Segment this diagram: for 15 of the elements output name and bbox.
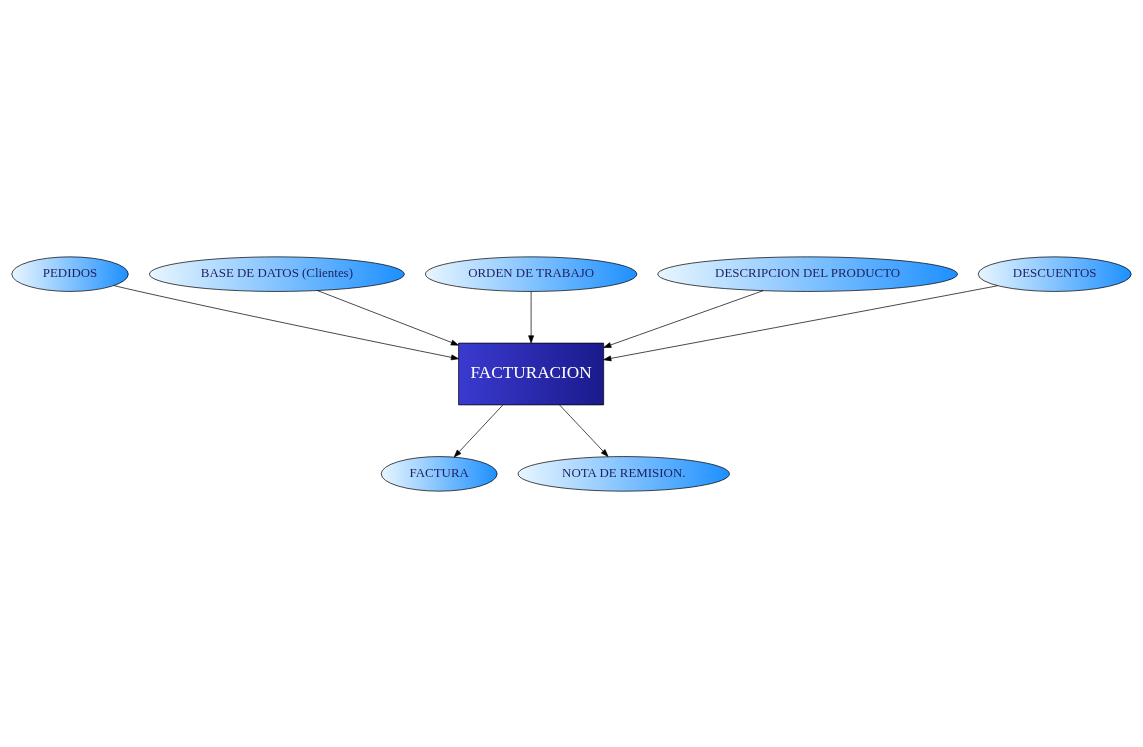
- node-ellipse: PEDIDOS: [11, 256, 129, 292]
- node-ellipse: FACTURA: [380, 455, 498, 492]
- arrow: [603, 289, 764, 348]
- arrow: [528, 290, 534, 343]
- node-ellipse: DESCRIPCION DEL PRODUCTO: [657, 256, 958, 292]
- arrow: [453, 404, 504, 457]
- node-ellipse: BASE DE DATOS (Clientes): [149, 256, 405, 292]
- arrow: [317, 289, 459, 345]
- node-ellipse: DESCUENTOS: [977, 256, 1132, 292]
- arrow: [603, 284, 998, 361]
- node-ellipse: NOTA DE REMISION.: [517, 455, 730, 492]
- arrow: [559, 404, 609, 457]
- arrow: [113, 284, 459, 360]
- node-ellipse: ORDEN DE TRABAJO: [425, 256, 638, 292]
- node-box: FACTURACION: [458, 342, 604, 405]
